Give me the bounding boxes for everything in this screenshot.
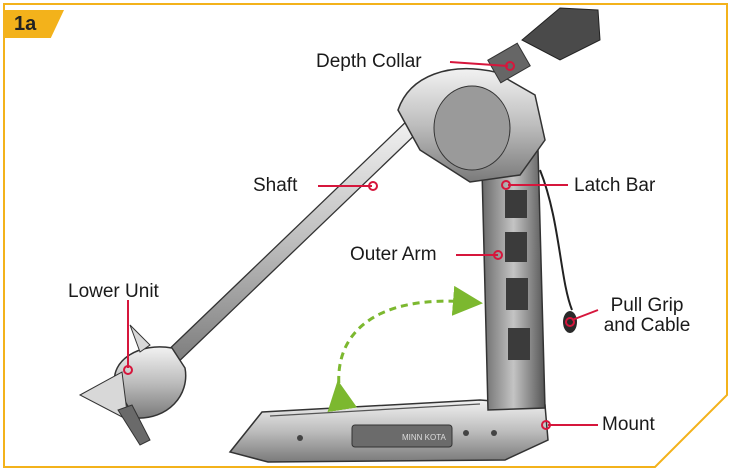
callout-dots [123, 61, 575, 430]
rotation-arrow [327, 285, 483, 413]
head-housing-part [397, 7, 601, 183]
outer-arm-part [481, 148, 577, 411]
shaft-part [159, 117, 421, 369]
lower-unit-part [78, 324, 187, 446]
label-pull-grip-line1: Pull Grip [610, 295, 684, 316]
label-outer-arm: Outer Arm [350, 244, 437, 265]
label-lower-unit: Lower Unit [68, 281, 159, 302]
callout-lines [127, 61, 599, 426]
label-shaft: Shaft [253, 175, 298, 196]
label-mount: Mount [602, 414, 655, 435]
label-pull-grip-line2: and Cable [603, 315, 691, 336]
label-depth-collar: Depth Collar [316, 51, 422, 72]
label-pull-grip: Pull Grip and Cable [597, 296, 697, 336]
label-latch-bar: Latch Bar [574, 175, 656, 196]
brand-text: MINN KOTA [402, 433, 447, 442]
mount-part [228, 399, 549, 463]
figure-frame [3, 3, 728, 468]
